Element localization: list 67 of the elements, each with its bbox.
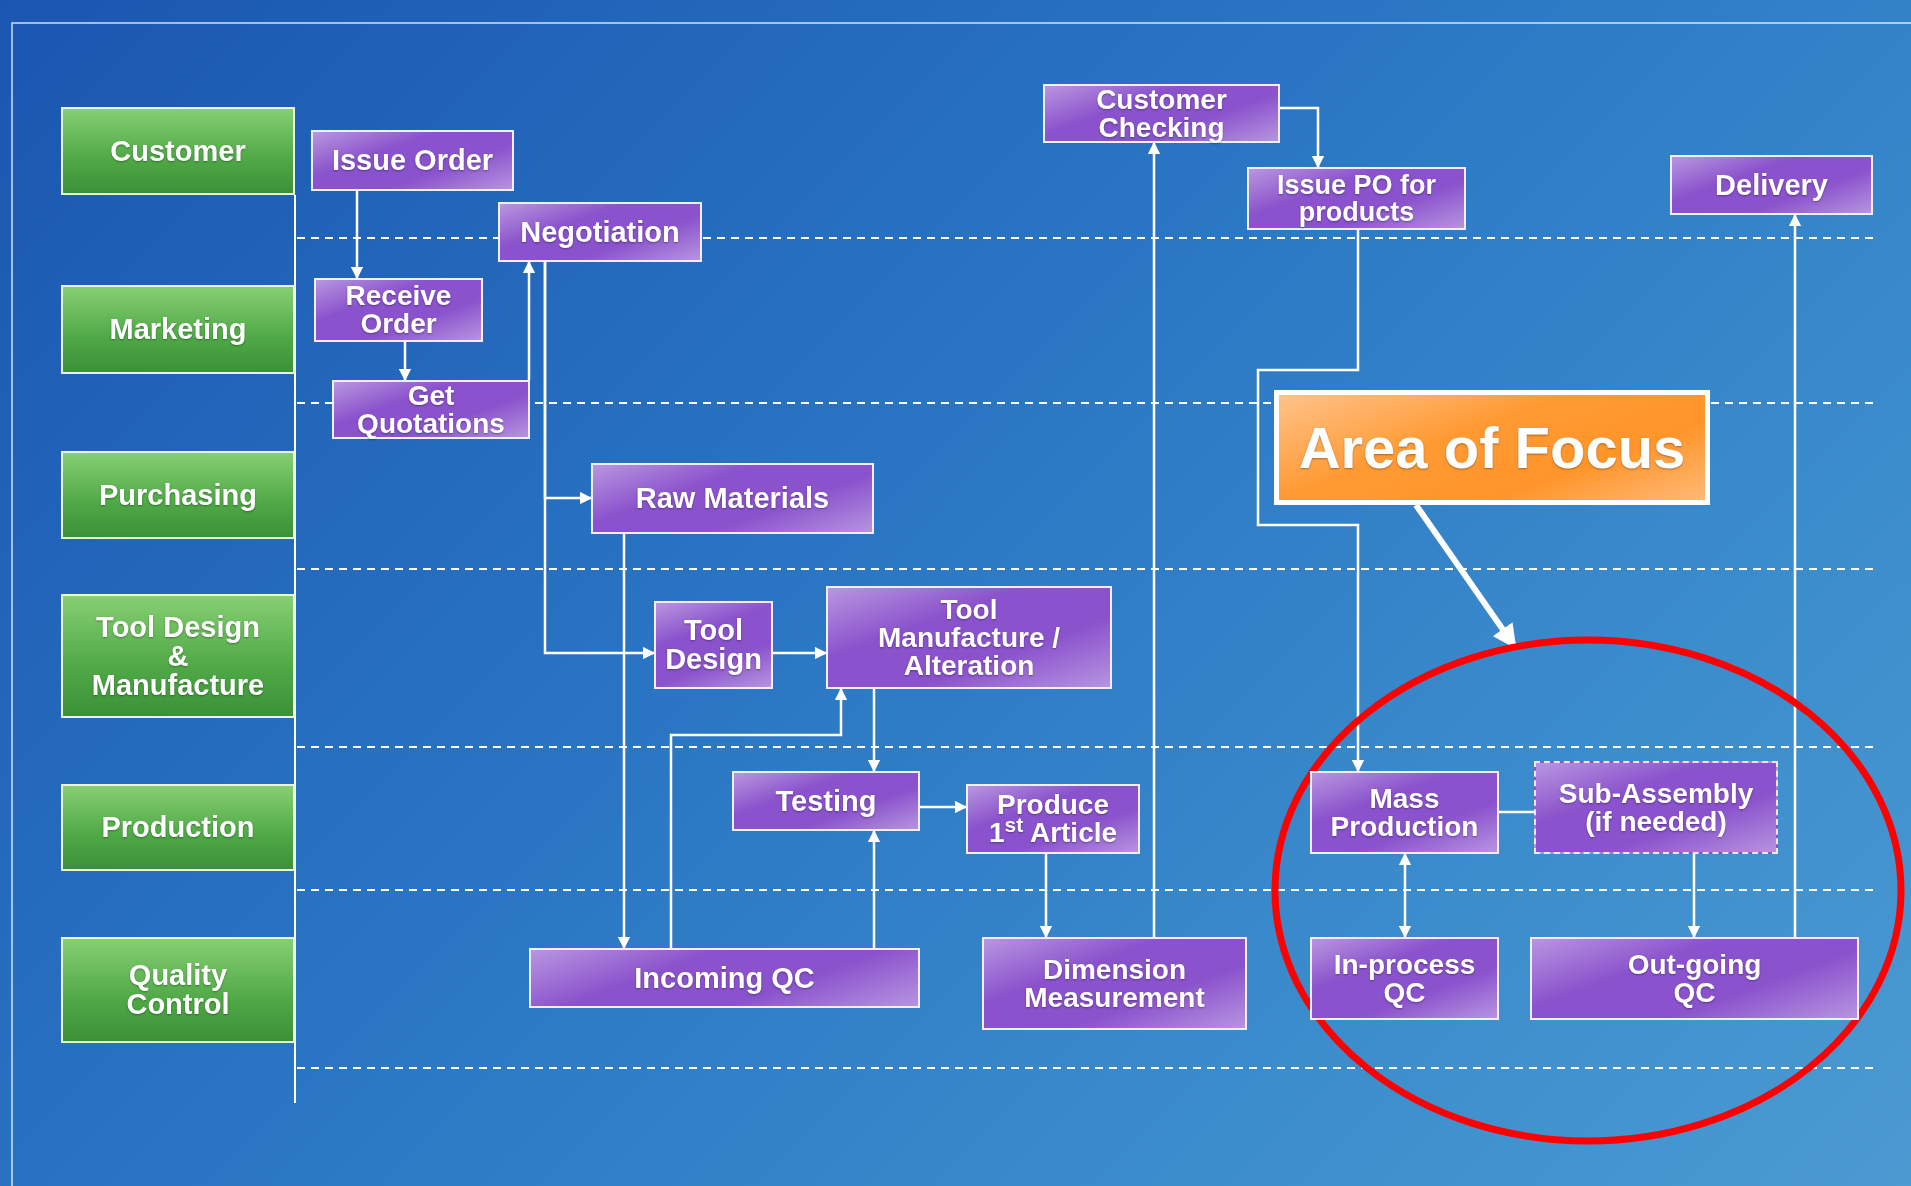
step-label: Receive Order bbox=[344, 282, 453, 338]
arrow bbox=[1788, 213, 1802, 937]
arrow bbox=[773, 646, 828, 660]
arrow bbox=[867, 689, 881, 773]
lane-title: Marketing bbox=[109, 315, 247, 344]
callout-box bbox=[1274, 390, 1710, 505]
step-label: Tool Manufacture / Alteration bbox=[877, 595, 1061, 680]
step-label: Issue Order bbox=[331, 146, 494, 175]
arrow bbox=[350, 191, 364, 280]
process-box bbox=[591, 463, 874, 534]
process-box bbox=[1530, 937, 1859, 1020]
arrow bbox=[398, 342, 412, 382]
arrow bbox=[543, 262, 656, 660]
arrow bbox=[1687, 854, 1701, 939]
step-label: Sub-Assembly (if needed) bbox=[1557, 779, 1755, 836]
arrow bbox=[1039, 854, 1053, 939]
lane-title: Production bbox=[101, 813, 255, 842]
arrow bbox=[920, 800, 968, 814]
process-box bbox=[332, 380, 530, 439]
process-box bbox=[732, 771, 920, 831]
lane-label bbox=[61, 784, 295, 871]
step-label: Delivery bbox=[1715, 170, 1828, 200]
process-box bbox=[1670, 155, 1873, 215]
lane-label bbox=[61, 594, 295, 718]
lane-label bbox=[61, 937, 295, 1043]
process-box bbox=[314, 278, 483, 342]
lane-title: Tool Design & Manufacture bbox=[90, 612, 266, 700]
step-label: Customer Checking bbox=[1095, 85, 1228, 142]
step-label: Testing bbox=[775, 786, 877, 816]
process-box bbox=[966, 784, 1140, 854]
lane-title: Quality Control bbox=[125, 961, 231, 1019]
step-label: Negotiation bbox=[520, 217, 680, 247]
arrow bbox=[617, 534, 631, 950]
step-label: Mass Production bbox=[1329, 784, 1480, 841]
step-label: Get Quotations bbox=[356, 381, 506, 438]
process-box bbox=[1534, 761, 1778, 854]
arrow bbox=[522, 260, 536, 380]
process-box bbox=[1247, 167, 1466, 230]
arrow bbox=[867, 829, 881, 948]
lane-title: Customer bbox=[110, 136, 246, 166]
step-label: Incoming QC bbox=[634, 963, 815, 993]
arrow bbox=[669, 687, 848, 948]
arrow bbox=[1256, 230, 1365, 773]
process-box bbox=[982, 937, 1247, 1030]
process-box bbox=[1043, 84, 1280, 143]
process-box bbox=[529, 948, 920, 1008]
step-label: Area of Focus bbox=[1298, 418, 1686, 477]
step-label: Produce 1$^{st}$ Article bbox=[987, 791, 1119, 847]
step-label: In-process QC bbox=[1332, 950, 1477, 1007]
step-label: Tool Design bbox=[664, 616, 763, 674]
step-label: Issue PO for products bbox=[1276, 171, 1437, 226]
arrow bbox=[1280, 106, 1325, 169]
lane-label bbox=[61, 451, 295, 539]
process-box bbox=[498, 202, 702, 262]
lane-label bbox=[61, 107, 295, 195]
process-box bbox=[1310, 771, 1499, 854]
arrow bbox=[1398, 852, 1412, 939]
step-label: Raw Materials bbox=[635, 484, 830, 513]
lane-title: Purchasing bbox=[99, 480, 257, 510]
arrow bbox=[1147, 141, 1161, 937]
process-box bbox=[826, 586, 1112, 689]
lane-label bbox=[61, 285, 295, 374]
step-label: Dimension Measurement bbox=[1023, 955, 1206, 1012]
step-label: Out-going QC bbox=[1626, 950, 1763, 1007]
process-box bbox=[654, 601, 773, 689]
process-box bbox=[1310, 937, 1499, 1020]
process-box bbox=[311, 130, 514, 191]
